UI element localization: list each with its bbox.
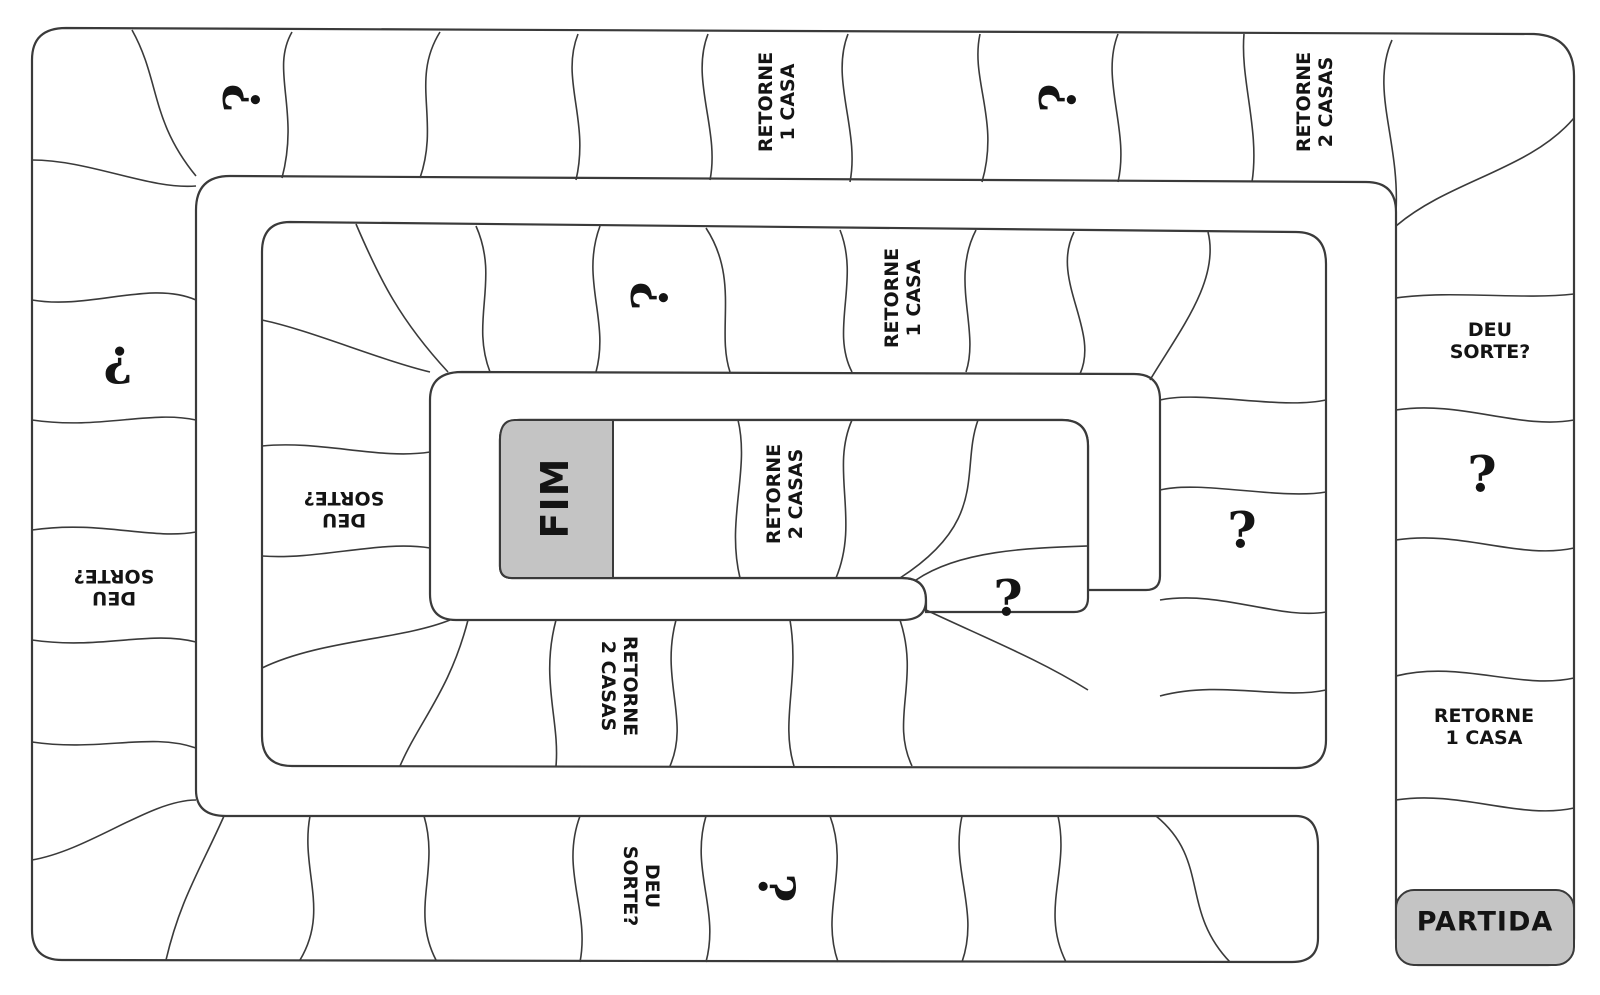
space-top-back-2[interactable]: RETORNE 2 CASAS (1293, 51, 1338, 153)
space-right-question[interactable]: ? (1467, 445, 1496, 503)
outer-right-dividers (1395, 117, 1575, 812)
space-middle-back-2[interactable]: RETORNE 2 CASAS (596, 635, 641, 737)
space-label: RETORNE 1 CASA (755, 51, 799, 153)
question-mark-icon: ? (1227, 500, 1257, 560)
outer-top-dividers (131, 29, 1398, 213)
space-label: RETORNE 2 CASAS (763, 443, 807, 545)
space-label: DEU SORTE? (303, 487, 385, 531)
question-mark-icon: ? (746, 873, 806, 903)
space-inner-back-2[interactable]: RETORNE 2 CASAS (763, 443, 808, 545)
outer-bottom-dividers (165, 815, 1231, 963)
question-mark-icon: ? (1028, 83, 1088, 113)
inner-lane-dividers (734, 419, 1089, 581)
space-inner-question[interactable]: ? (993, 569, 1022, 627)
space-bottom-question[interactable]: ? (746, 873, 806, 903)
space-middle-right-question[interactable]: ? (1227, 501, 1256, 559)
space-bottom-luck[interactable]: DEU SORTE? (618, 845, 663, 927)
space-label: RETORNE 2 CASAS (1293, 51, 1337, 153)
question-mark-icon: ? (1467, 444, 1497, 504)
question-mark-icon: ? (993, 568, 1023, 628)
space-label: DEU SORTE? (73, 565, 155, 609)
space-label: DEU SORTE? (1449, 319, 1531, 363)
space-right-back-1[interactable]: RETORNE 1 CASA (1433, 705, 1535, 750)
space-right-luck[interactable]: DEU SORTE? (1449, 319, 1531, 364)
space-left-luck[interactable]: DEU SORTE? (73, 564, 155, 609)
space-label: RETORNE 1 CASA (881, 247, 925, 349)
question-mark-icon: ? (212, 83, 272, 113)
space-top-back-1[interactable]: RETORNE 1 CASA (755, 51, 800, 153)
finish-space[interactable] (499, 419, 614, 579)
finish-label: FIM (533, 457, 578, 539)
space-middle-back-1[interactable]: RETORNE 1 CASA (881, 247, 926, 349)
space-label: RETORNE 1 CASA (1433, 705, 1535, 749)
start-label: PARTIDA (1416, 906, 1554, 938)
space-label: RETORNE 2 CASAS (597, 635, 641, 737)
space-top-question-1[interactable]: ? (212, 83, 272, 113)
question-mark-icon: ? (620, 281, 680, 311)
question-mark-icon: ? (103, 334, 133, 394)
outer-left-dividers (31, 159, 197, 861)
space-top-question-2[interactable]: ? (1028, 83, 1088, 113)
start-space[interactable] (1395, 889, 1575, 966)
space-middle-luck[interactable]: DEU SORTE? (303, 486, 385, 531)
space-label: DEU SORTE? (619, 845, 663, 927)
space-middle-question[interactable]: ? (620, 281, 680, 311)
space-left-question[interactable]: ? (103, 334, 133, 394)
middle-ring-dividers (261, 223, 1327, 767)
